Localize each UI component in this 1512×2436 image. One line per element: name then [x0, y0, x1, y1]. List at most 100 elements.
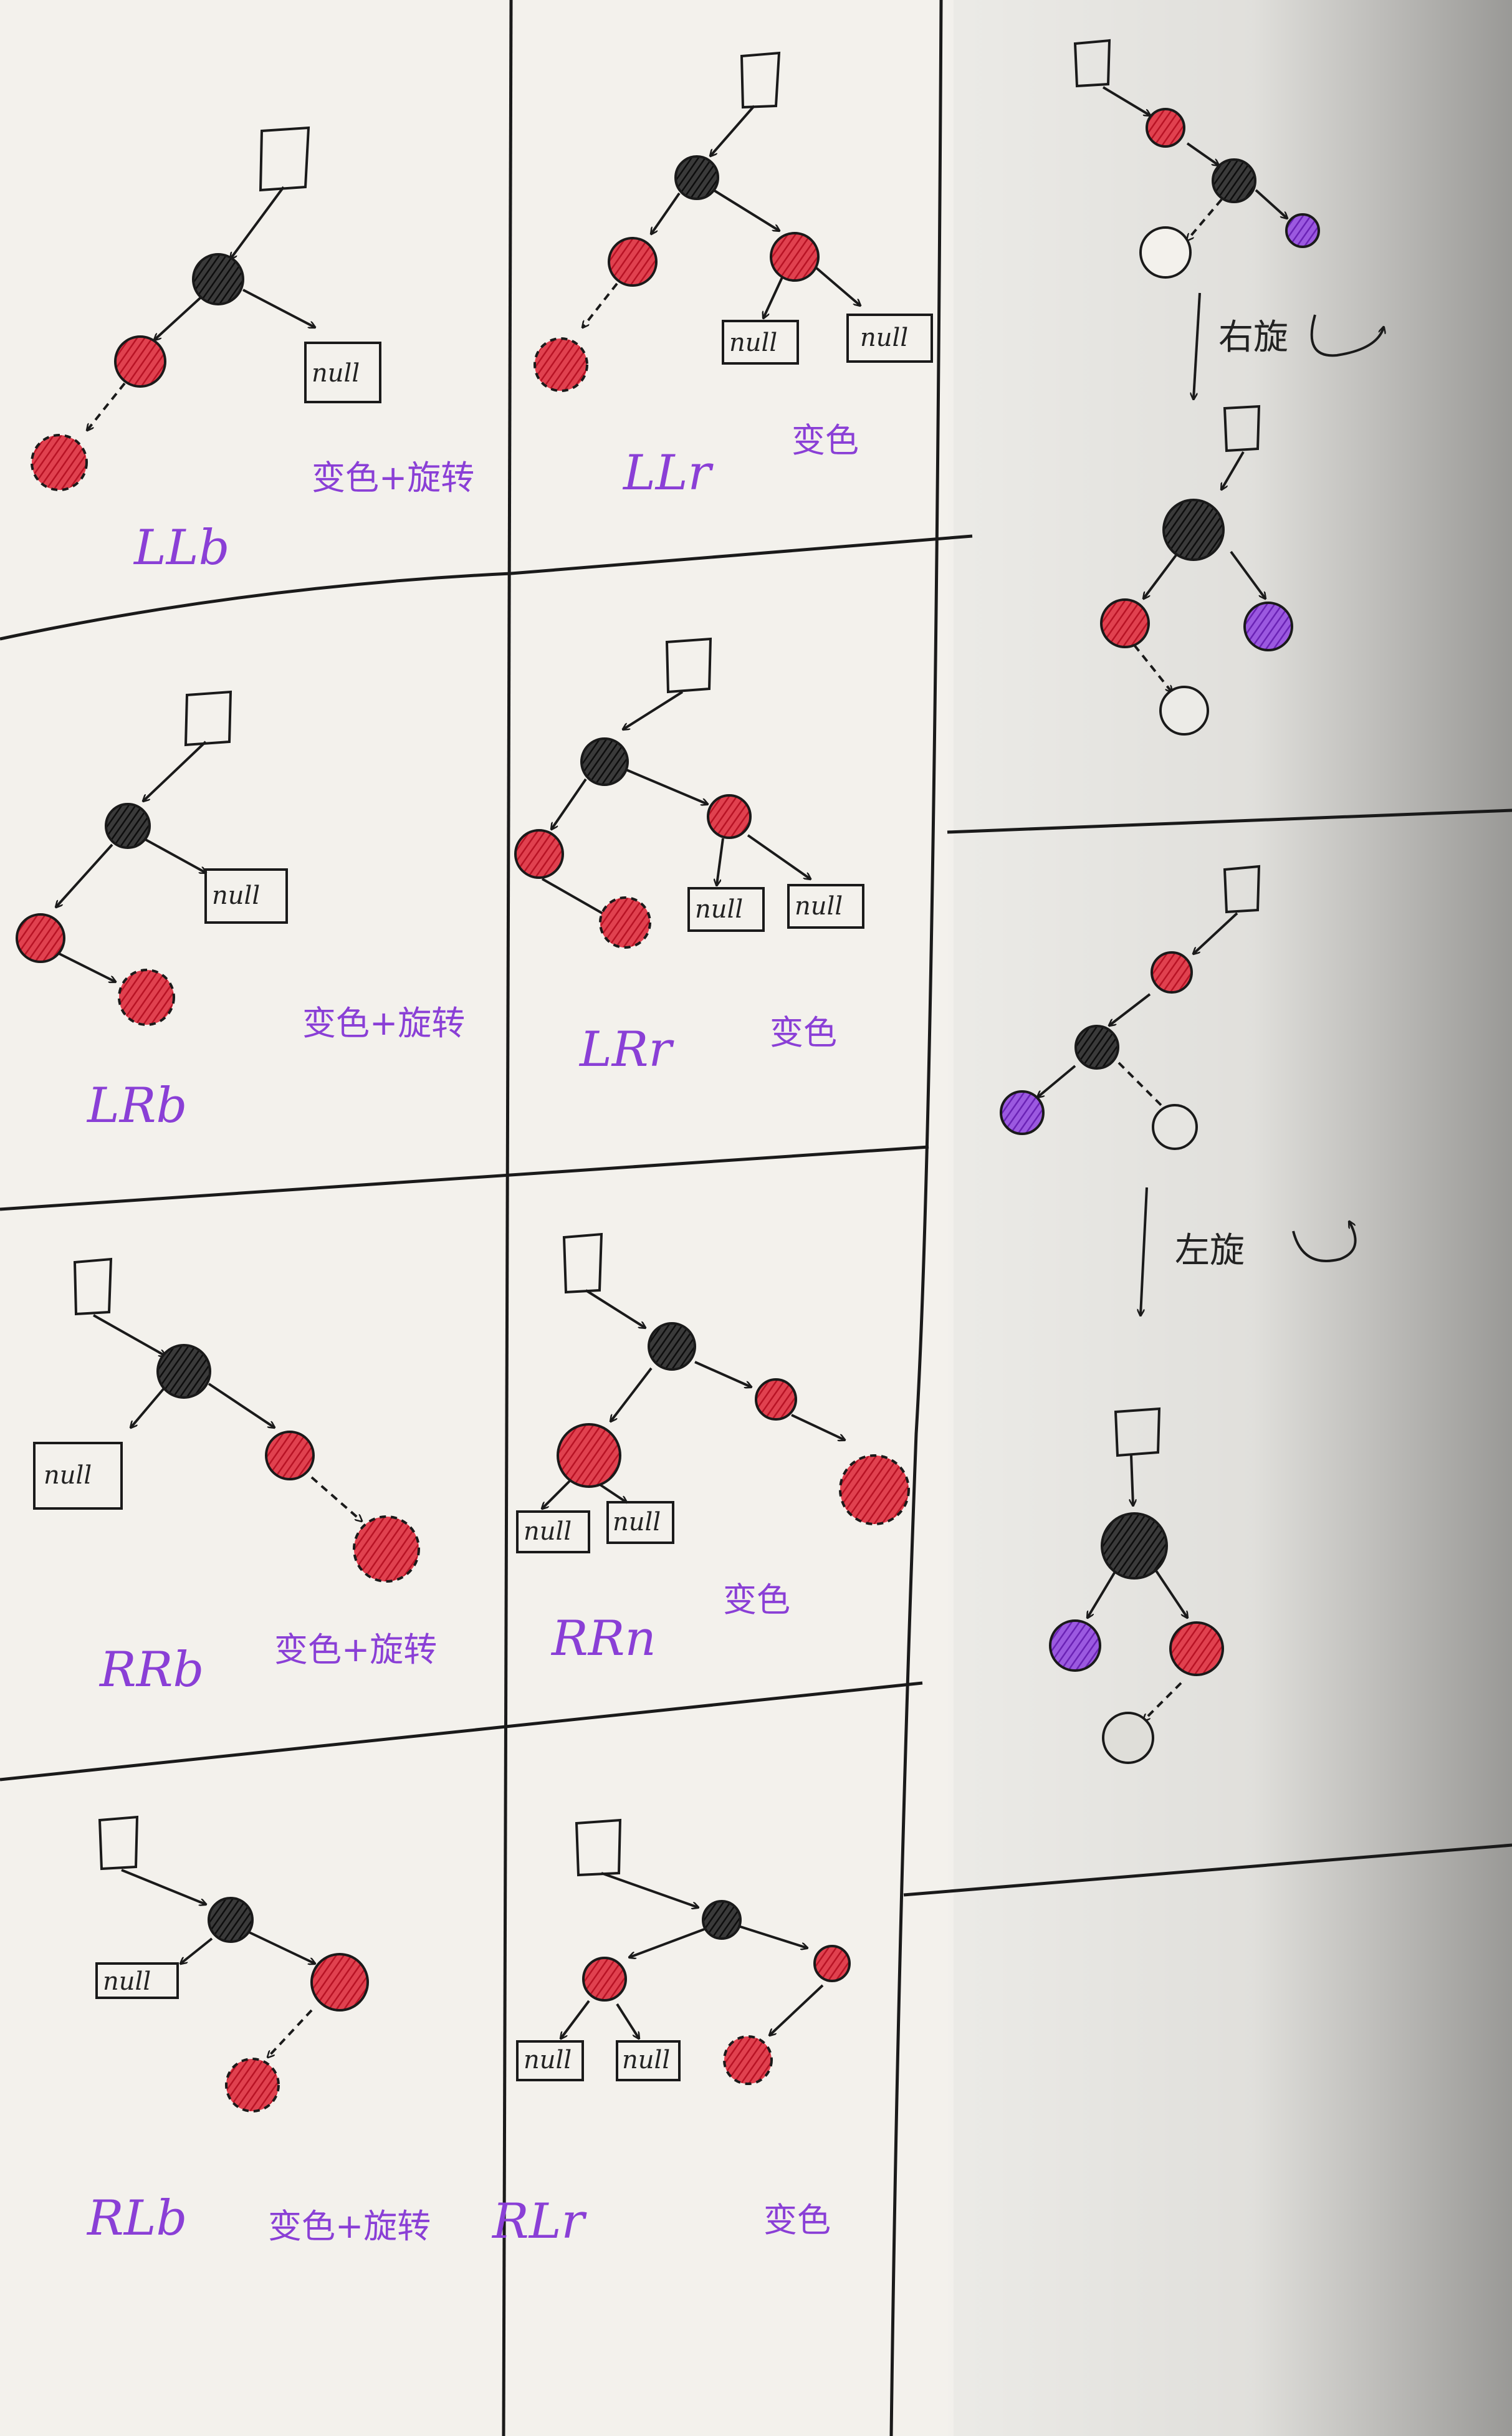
null-box: [687, 887, 765, 932]
black-node: [1101, 1512, 1168, 1580]
case-rrb: null: [33, 1257, 420, 1583]
parent-box: [665, 637, 712, 694]
new-red-node: [599, 896, 651, 949]
purple-node: [1049, 1619, 1101, 1672]
red-node: [582, 1957, 627, 2002]
red-node: [265, 1431, 315, 1480]
new-red-node: [31, 434, 88, 491]
black-node: [674, 155, 719, 200]
parent-box: [1073, 39, 1111, 88]
parent-box: [259, 126, 310, 192]
case-rrn: null null: [516, 1232, 910, 1553]
null-label: null: [103, 1967, 151, 1996]
action-rlr: 变色: [763, 2200, 831, 2240]
black-node: [105, 803, 151, 849]
action-llb: 变色+旋转: [312, 458, 474, 497]
case-llr: null null: [534, 51, 933, 392]
new-red-node: [118, 969, 175, 1026]
null-box: [204, 868, 288, 924]
null-label: null: [622, 2046, 670, 2074]
new-red-node: [723, 2035, 773, 2085]
label-llb: LLb: [133, 520, 230, 576]
case-rlb: null: [95, 1815, 369, 2112]
action-lrr: 变色: [770, 1013, 837, 1052]
null-box: [846, 314, 933, 363]
case-lrb: null: [16, 690, 288, 1026]
null-label: null: [524, 2046, 572, 2074]
parent-box: [1223, 405, 1261, 453]
black-node: [580, 737, 629, 786]
null-box: [516, 2040, 584, 2081]
red-node: [755, 1378, 797, 1421]
red-node: [114, 335, 166, 388]
purple-node: [1000, 1090, 1045, 1135]
black-node: [208, 1897, 254, 1943]
red-node: [1100, 598, 1150, 648]
parent-box: [562, 1232, 603, 1294]
null-box: [616, 2040, 681, 2081]
red-node: [16, 913, 65, 963]
null-box: [787, 884, 864, 929]
parent-box: [1114, 1407, 1161, 1457]
action-llr: 变色: [792, 421, 859, 460]
red-node: [1146, 108, 1185, 148]
null-label: null: [795, 892, 843, 921]
black-node: [156, 1344, 211, 1399]
red-node: [1169, 1621, 1224, 1676]
rotation-arrow: [1194, 292, 1201, 399]
null-label: null: [613, 1508, 661, 1537]
empty-node: [1102, 1712, 1154, 1764]
new-red-node: [534, 337, 588, 392]
black-node: [702, 1900, 742, 1940]
null-box: [95, 1962, 179, 1999]
rotation-arrow: [1141, 1187, 1148, 1315]
label-llr: LLr: [622, 445, 714, 501]
curl-arrow-icon: [1310, 314, 1384, 357]
label-lrb: LRb: [86, 1078, 187, 1134]
null-box: [606, 1501, 674, 1544]
label-rlb: RLb: [86, 2190, 187, 2247]
empty-node: [1139, 226, 1192, 279]
new-red-node: [225, 2058, 280, 2112]
black-node: [1162, 499, 1225, 561]
label-rlr: RLr: [491, 2194, 588, 2250]
new-red-node: [353, 1515, 420, 1583]
null-label: null: [44, 1461, 92, 1490]
new-red-node: [839, 1454, 910, 1525]
label-rrb: RRb: [98, 1642, 204, 1698]
null-label: null: [312, 359, 360, 388]
label-rrn: RRn: [550, 1611, 656, 1667]
null-label: null: [695, 895, 743, 924]
black-node: [648, 1322, 696, 1371]
red-node: [310, 1953, 369, 2012]
purple-node: [1285, 213, 1320, 248]
paper-left: [0, 0, 954, 2436]
case-llb: null: [31, 126, 381, 491]
null-box: [516, 1510, 590, 1553]
parent-box: [575, 1818, 622, 1877]
curl-arrow-icon: [1292, 1222, 1357, 1262]
null-label: null: [860, 324, 908, 352]
red-node: [557, 1423, 621, 1488]
parent-box: [98, 1815, 139, 1871]
null-label: null: [212, 881, 260, 910]
parent-box: [73, 1257, 113, 1316]
red-node: [514, 829, 564, 879]
black-node: [192, 253, 244, 305]
page-shadow: [935, 0, 1512, 2436]
label-lrr: LRr: [578, 1022, 675, 1078]
null-box: [304, 342, 381, 403]
action-rlb: 变色+旋转: [268, 2207, 431, 2246]
null-label: null: [729, 328, 777, 357]
action-rrb: 变色+旋转: [274, 1630, 437, 1669]
black-node: [1212, 158, 1256, 203]
action-rrn: 变色: [723, 1580, 790, 1619]
purple-node: [1243, 602, 1293, 651]
null-box: [722, 320, 799, 365]
case-rlr: null null: [516, 1818, 851, 2085]
black-node: [1074, 1025, 1119, 1070]
red-node: [813, 1945, 851, 1982]
red-node: [608, 237, 658, 287]
